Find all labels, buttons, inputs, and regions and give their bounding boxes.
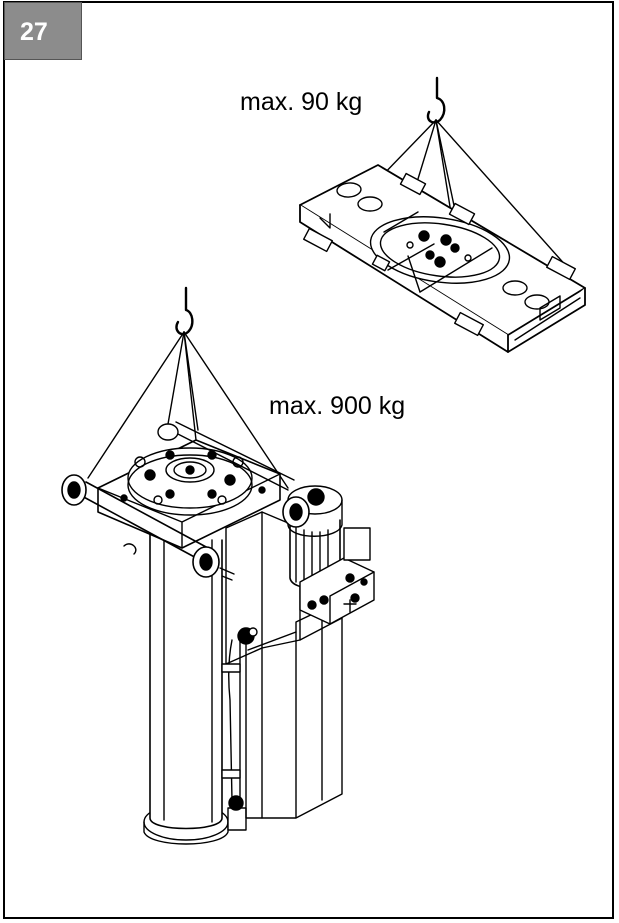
column-assembly (61, 286, 375, 845)
lifting-crossbar (79, 481, 209, 561)
crane-hook-top (426, 76, 446, 124)
crane-hook-bottom (175, 286, 194, 336)
step-number-badge: 27 (4, 2, 82, 60)
platform-assembly (299, 76, 586, 353)
figure-frame (3, 1, 614, 919)
column-cylinder (149, 519, 223, 830)
load-label-platform: max. 90 kg (240, 88, 363, 116)
load-label-column: max. 900 kg (269, 392, 406, 420)
